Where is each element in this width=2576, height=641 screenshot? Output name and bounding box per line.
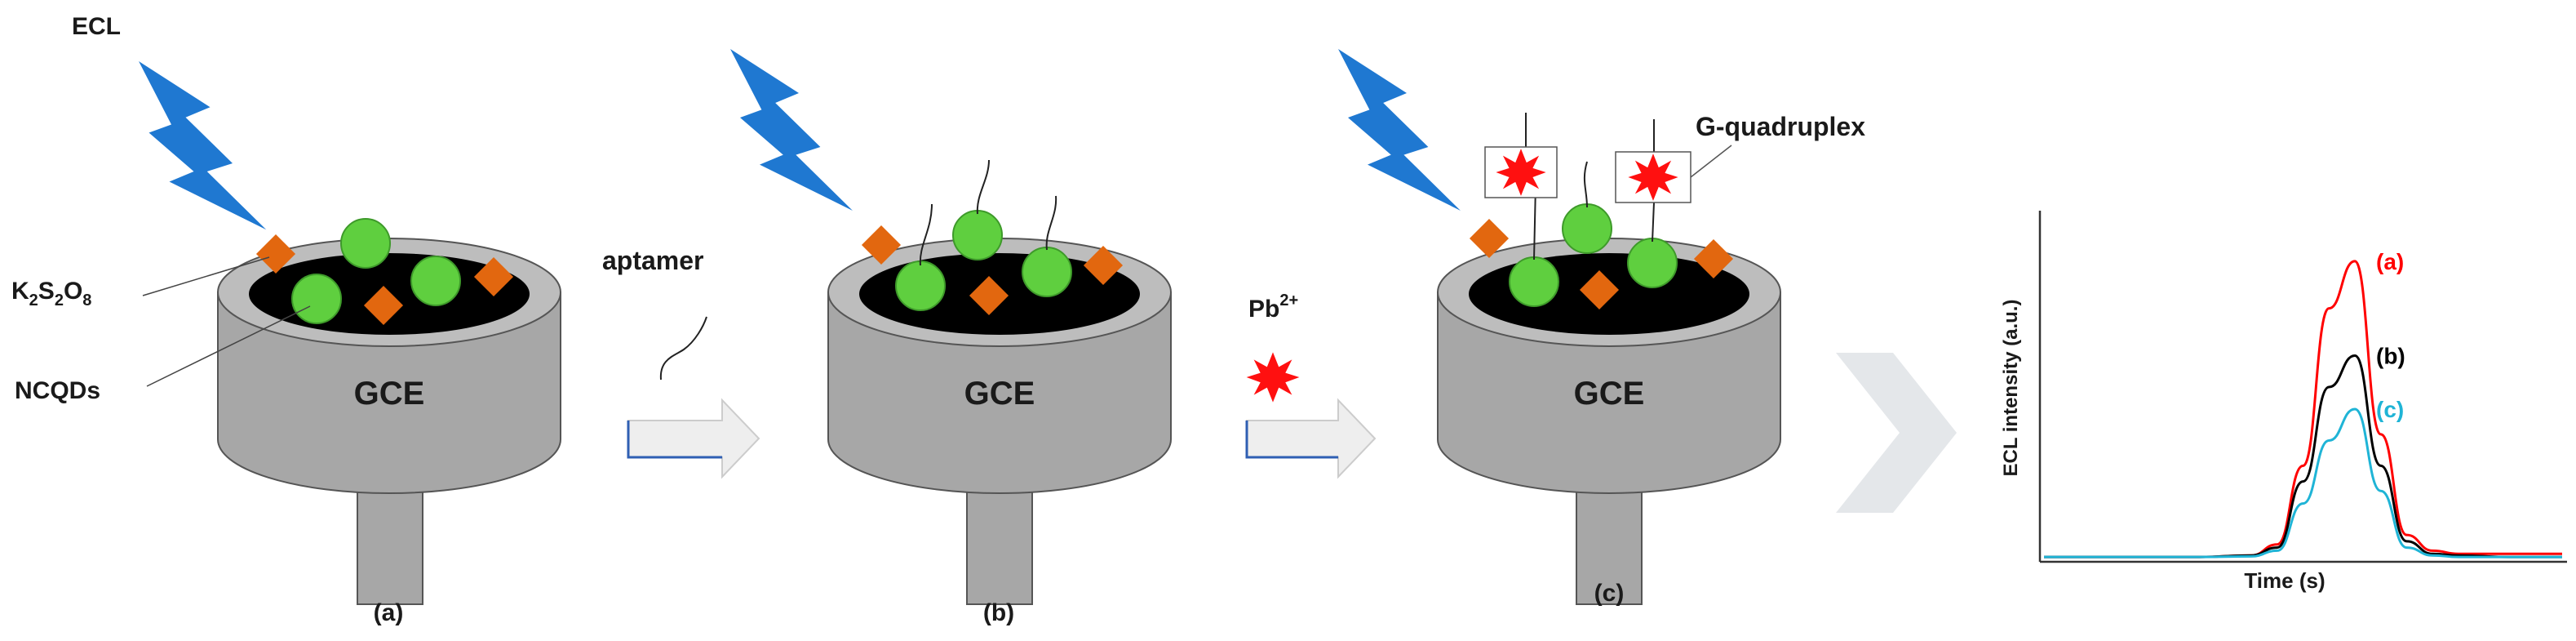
electrode-body <box>1437 292 1781 494</box>
quantum-dot <box>291 274 342 324</box>
gce-label: GCE <box>354 376 425 412</box>
leader-line <box>146 305 311 387</box>
k2s2o8-label: K2S2O8 <box>11 278 91 309</box>
quantum-dot <box>1509 256 1559 307</box>
series-line-1 <box>2044 260 2562 559</box>
quantum-dot <box>1627 238 1678 288</box>
quantum-dot <box>340 218 391 269</box>
step-arrow <box>627 398 760 479</box>
aptamer-strand <box>976 159 990 215</box>
aptamer-strand <box>1583 161 1588 208</box>
step-arrow <box>1246 398 1377 479</box>
panel-a: ECL GCE K2S2O8 NCQDs (a) <box>11 13 561 626</box>
quantum-dot <box>895 260 946 311</box>
panel-label-a: (a) <box>374 599 404 626</box>
g-quadruplex-label: G-quadruplex <box>1696 112 1865 141</box>
gce-label: GCE <box>1574 376 1645 412</box>
gce-label: GCE <box>964 376 1035 412</box>
ecl-chart: ECL intensity (a.u.) Time (s) (a) (b) (c) <box>2000 211 2567 593</box>
quantum-dot <box>1022 247 1072 297</box>
series-line-2 <box>2044 354 2562 559</box>
persulfate-diamond <box>473 256 514 297</box>
ncqds-label: NCQDs <box>15 377 100 404</box>
aptamer-strand <box>659 316 707 381</box>
aptamer-label: aptamer <box>602 246 704 275</box>
y-axis-label: ECL intensity (a.u.) <box>2000 300 2022 477</box>
leader-line <box>1690 145 1732 178</box>
series-label-2: (b) <box>2376 343 2405 368</box>
x-axis-label: Time (s) <box>2244 568 2325 593</box>
panel-label-c: (c) <box>1594 580 1625 607</box>
series-label-layer: (a) (b) (c) <box>2376 249 2405 422</box>
series-label-3: (c) <box>2376 397 2404 422</box>
panel-b: GCE (b) <box>730 49 1172 626</box>
chevron-arrow-icon <box>1836 353 1957 513</box>
panel-label-b: (b) <box>983 599 1014 626</box>
panel-c: GCE G-quadruplex (c) <box>1338 49 1865 607</box>
lightning-icon <box>139 61 267 230</box>
aptamer-strand <box>1652 202 1655 243</box>
aptamer-strand <box>919 203 933 266</box>
ecl-label: ECL <box>72 13 121 40</box>
series-line-3 <box>2044 407 2562 559</box>
persulfate-diamond <box>255 234 296 274</box>
quantum-dot <box>1562 203 1612 254</box>
quantum-dot <box>952 210 1003 260</box>
pb-label: Pb2+ <box>1248 292 1298 323</box>
persulfate-diamond <box>363 285 404 326</box>
step-arrow-edge <box>1245 421 1338 459</box>
electrode-body <box>827 292 1172 494</box>
step-arrow-edge <box>627 421 722 459</box>
persulfate-diamond <box>1693 238 1734 279</box>
series-layer <box>2044 260 2562 559</box>
lightning-icon <box>1338 49 1461 211</box>
lead-ion-icon <box>1246 352 1300 403</box>
quantum-dot <box>410 256 461 306</box>
series-label-1: (a) <box>2376 249 2404 274</box>
leader-line <box>142 256 270 296</box>
aptamer-strand <box>1045 195 1057 251</box>
lightning-icon <box>730 49 853 211</box>
electrode-body <box>217 292 561 494</box>
